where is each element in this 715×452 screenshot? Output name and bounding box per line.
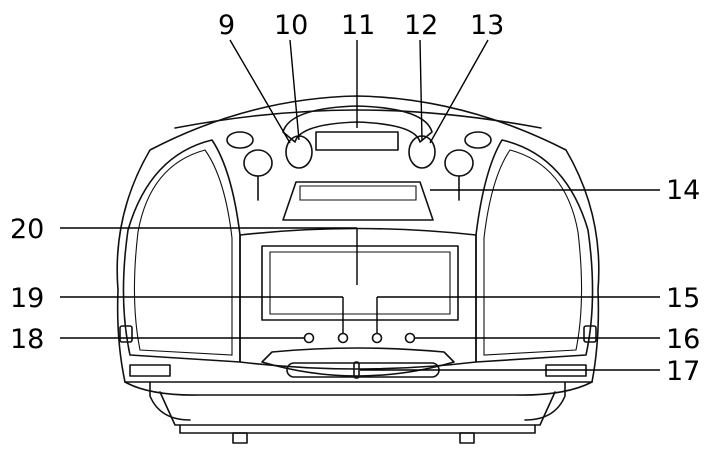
right-speaker [475, 139, 597, 377]
display-frame [261, 245, 459, 321]
callout-14: 14 [666, 175, 700, 206]
callout-16: 16 [666, 324, 700, 355]
display-window [269, 251, 451, 315]
leader-10 [289, 39, 300, 141]
lid-button [282, 181, 434, 221]
top-right-knob [444, 149, 474, 177]
leader-12 [419, 39, 423, 141]
leader-13 [429, 39, 489, 144]
button-16 [404, 332, 416, 344]
callout-12: 12 [404, 10, 438, 41]
callout-17: 17 [666, 356, 700, 387]
callout-11: 11 [341, 10, 375, 41]
callout-19: 19 [10, 283, 44, 314]
slide-switch-knob [353, 361, 360, 379]
left-speaker [119, 139, 241, 377]
callout-20: 20 [10, 214, 44, 245]
button-10 [285, 135, 313, 169]
top-left-knob [243, 149, 273, 177]
top-left-small-button [226, 131, 254, 149]
carry-handle [282, 105, 433, 151]
callout-labels: 9 10 11 12 13 14 20 19 15 18 16 17 [10, 10, 700, 387]
top-right-small-button [464, 131, 492, 149]
callout-13: 13 [470, 10, 504, 41]
base-stand [149, 381, 566, 444]
leader-9 [229, 39, 291, 144]
front-panel [239, 227, 477, 379]
callout-18: 18 [10, 324, 44, 355]
leader-lines [60, 39, 660, 371]
callout-10: 10 [274, 10, 308, 41]
callout-15: 15 [666, 283, 700, 314]
button-19 [337, 332, 349, 344]
button-18 [303, 332, 315, 344]
callout-9: 9 [218, 10, 235, 41]
button-15 [371, 332, 383, 344]
